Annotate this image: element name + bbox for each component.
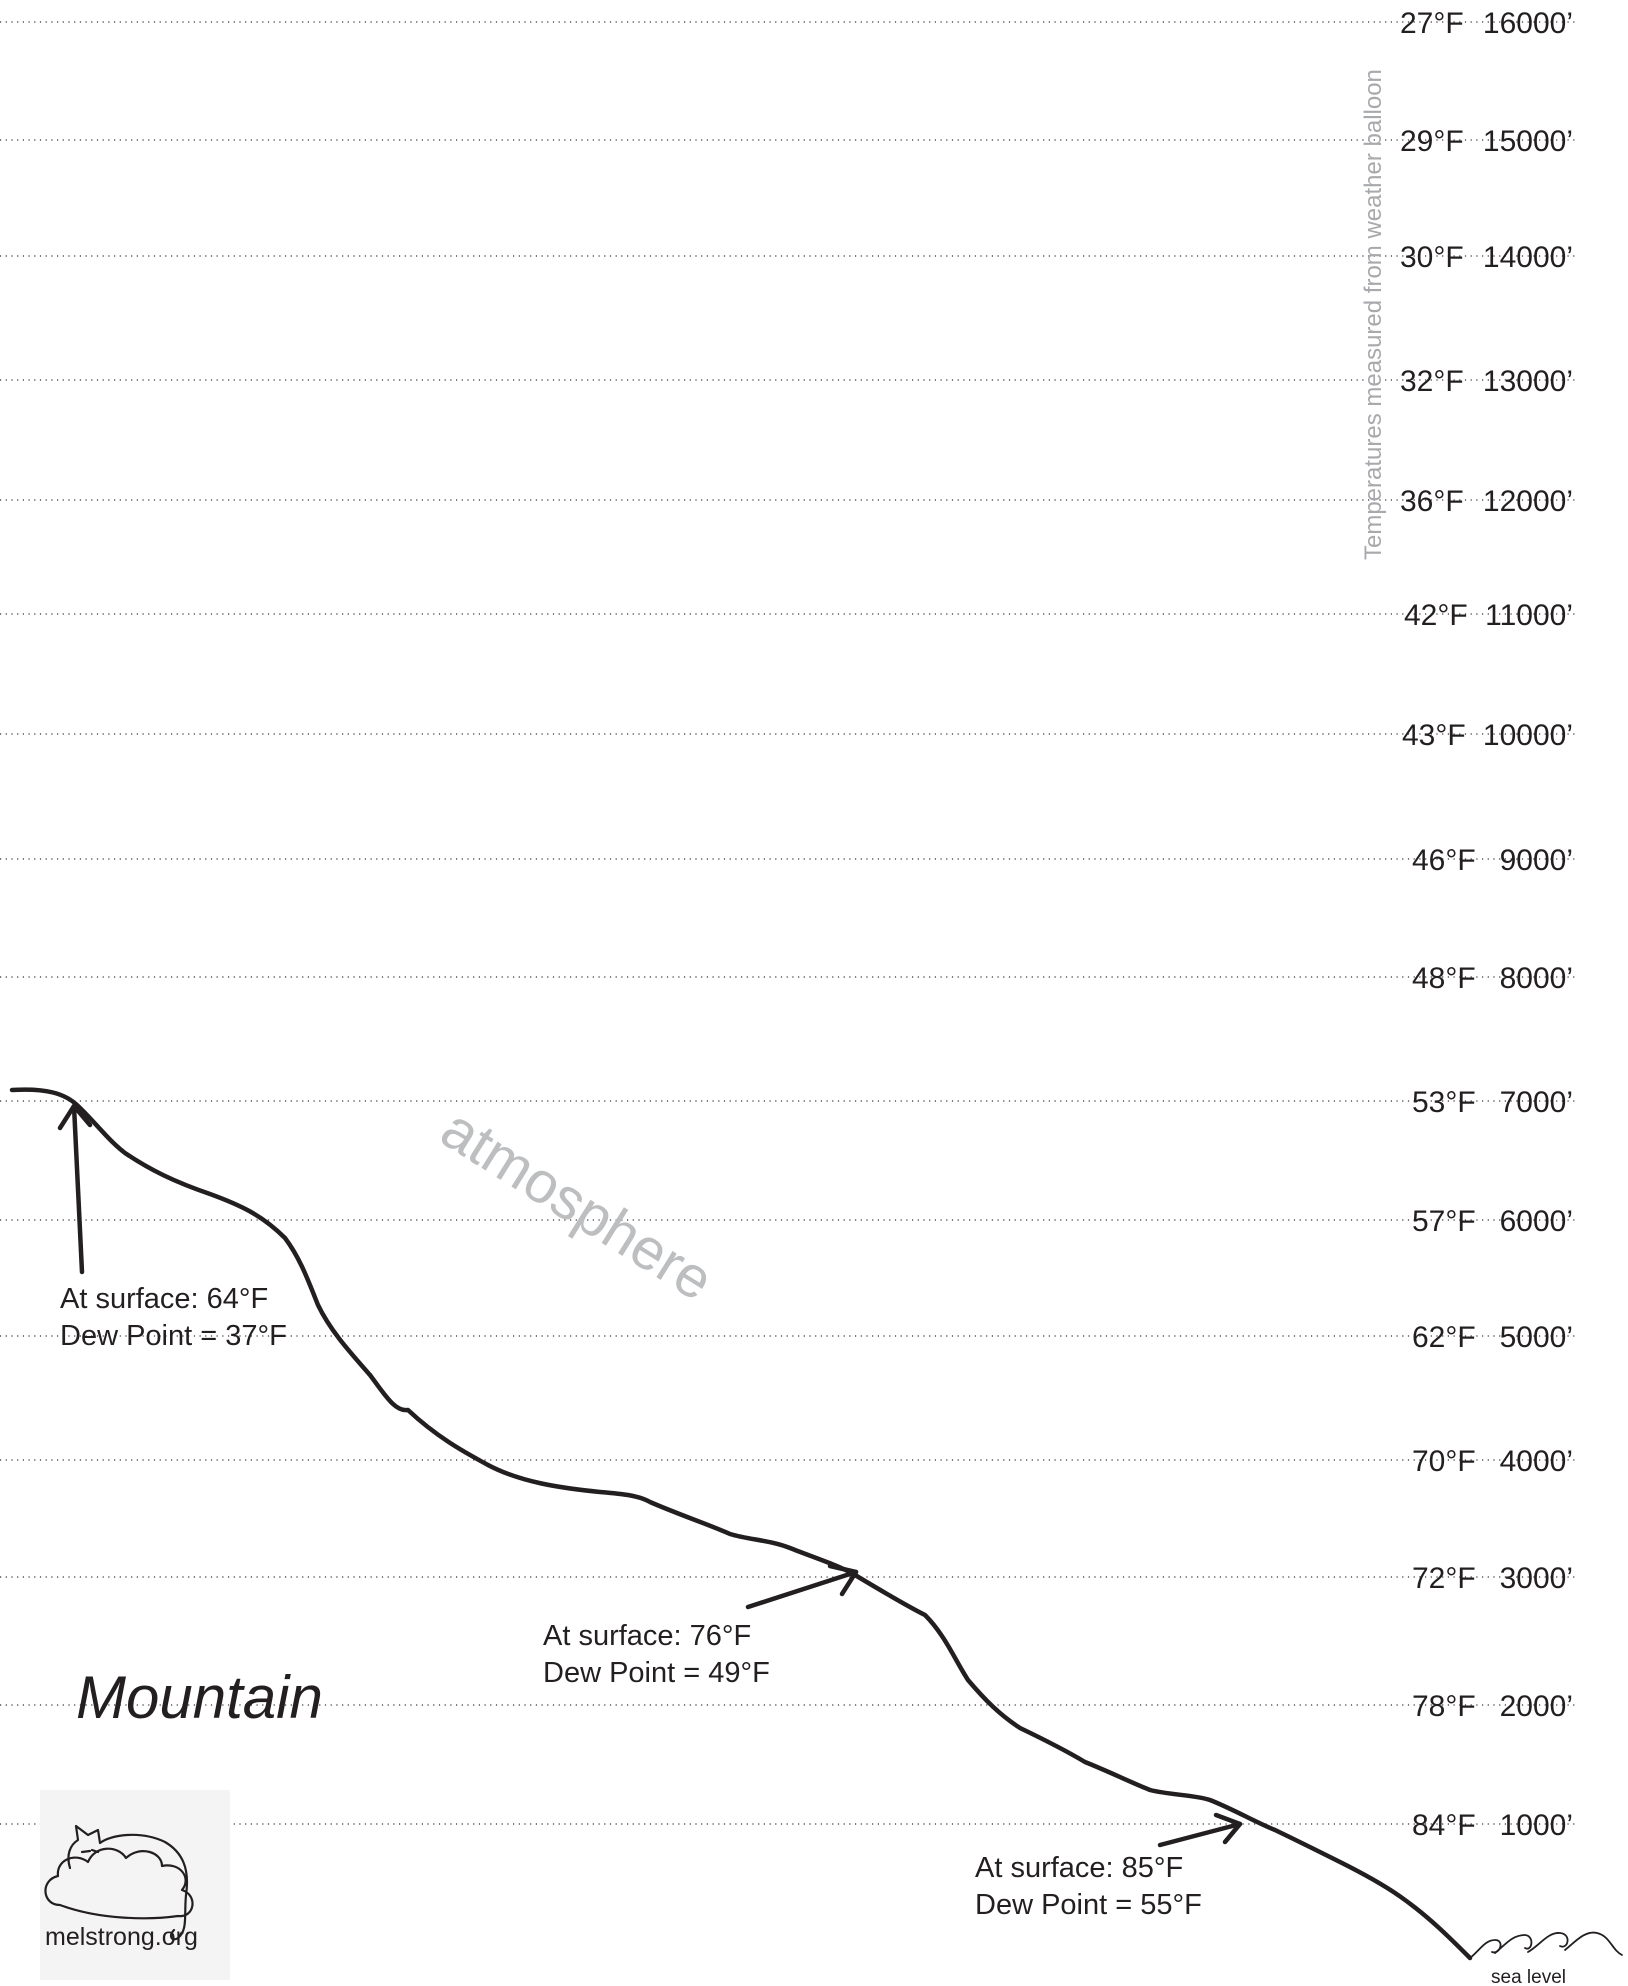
level-altitude: 6000’ [1500, 1205, 1573, 1238]
level-altitude: 9000’ [1500, 844, 1573, 877]
level-temp: 46°F [1412, 844, 1476, 877]
cat-on-cloud-logo [40, 1790, 230, 1980]
level-row: 53°F 7000’ [0, 1086, 1578, 1119]
level-row: 78°F 2000’ [0, 1690, 1578, 1723]
dew-point: Dew Point = 49°F [543, 1657, 770, 1689]
level-altitude: 8000’ [1500, 962, 1573, 995]
level-row: 29°F 15000’ [0, 125, 1578, 158]
mountain-label: Mountain [76, 1664, 323, 1731]
level-altitude: 10000’ [1483, 719, 1573, 752]
level-altitude: 13000’ [1483, 365, 1573, 398]
level-row: 27°F 16000’ [0, 7, 1578, 40]
dew-point: Dew Point = 55°F [975, 1889, 1202, 1921]
level-row: 62°F 5000’ [0, 1321, 1578, 1354]
level-altitude: 16000’ [1483, 7, 1573, 40]
level-row: 57°F 6000’ [0, 1205, 1578, 1238]
level-temp: 36°F [1400, 485, 1464, 518]
arrow-1000 [1157, 1812, 1243, 1848]
level-row: 30°F 14000’ [0, 241, 1578, 274]
level-row: 84°F 1000’ [0, 1809, 1578, 1842]
level-row: 43°F 10000’ [0, 719, 1578, 752]
level-temp: 30°F [1400, 241, 1464, 274]
balloon-note: Temperatures measured from weather ballo… [1360, 69, 1387, 560]
level-row: 46°F 9000’ [0, 844, 1578, 877]
level-row: 32°F 13000’ [0, 365, 1578, 398]
level-temp: 57°F [1412, 1205, 1476, 1238]
dew-point: Dew Point = 37°F [60, 1320, 287, 1352]
level-row: 48°F 8000’ [0, 962, 1578, 995]
level-altitude: 7000’ [1500, 1086, 1573, 1119]
level-altitude: 12000’ [1483, 485, 1573, 518]
atmosphere-label: atmosphere [430, 1096, 724, 1313]
surface-note: At surface: 85°F Dew Point = 55°F [975, 1852, 1202, 1921]
level-temp: 48°F [1412, 962, 1476, 995]
level-altitude: 3000’ [1500, 1562, 1573, 1595]
surface-temp: At surface: 76°F [543, 1620, 751, 1652]
level-temp: 62°F [1412, 1321, 1476, 1354]
level-row: 72°F 3000’ [0, 1562, 1578, 1595]
surface-temp: At surface: 85°F [975, 1852, 1183, 1884]
altitude-levels: 27°F 16000’ 29°F 15000’ 30°F 14000’ 32°F… [0, 7, 1578, 1842]
level-altitude: 11000’ [1485, 599, 1573, 632]
surface-note: At surface: 64°F Dew Point = 37°F [60, 1283, 287, 1352]
level-altitude: 4000’ [1500, 1445, 1573, 1478]
level-row: 42°F 11000’ [0, 599, 1578, 632]
surface-note: At surface: 76°F Dew Point = 49°F [543, 1620, 770, 1689]
level-temp: 53°F [1412, 1086, 1476, 1119]
level-temp: 32°F [1400, 365, 1464, 398]
level-temp: 72°F [1412, 1562, 1476, 1595]
level-temp: 84°F [1412, 1809, 1476, 1842]
arrow-7000 [57, 1103, 93, 1275]
level-altitude: 14000’ [1483, 241, 1573, 274]
level-temp: 70°F [1412, 1445, 1476, 1478]
level-temp: 43°F [1402, 719, 1466, 752]
level-row: 36°F 12000’ [0, 485, 1578, 518]
mountain-slope [9, 1087, 1473, 1961]
level-altitude: 15000’ [1483, 125, 1573, 158]
level-altitude: 5000’ [1500, 1321, 1573, 1354]
level-temp: 78°F [1412, 1690, 1476, 1723]
logo-text: melstrong.org [45, 1923, 198, 1951]
sea-level-waves [1469, 1931, 1623, 1959]
level-altitude: 2000’ [1500, 1690, 1573, 1723]
arrow-3000 [745, 1563, 859, 1610]
level-temp: 27°F [1400, 7, 1464, 40]
level-altitude: 1000’ [1500, 1809, 1573, 1842]
surface-temp: At surface: 64°F [60, 1283, 268, 1315]
level-temp: 29°F [1400, 125, 1464, 158]
level-temp: 42°F [1404, 599, 1468, 632]
sea-level-label: sea level [1491, 1967, 1566, 1986]
level-row: 70°F 4000’ [0, 1445, 1578, 1478]
